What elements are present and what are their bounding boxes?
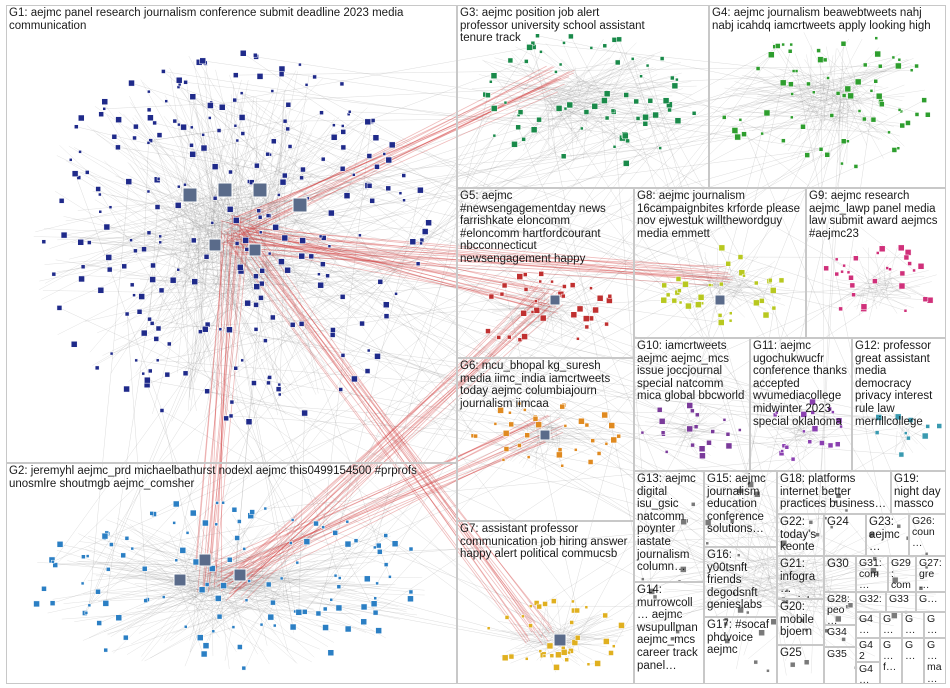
group-g43: G… f… — [880, 638, 902, 684]
group-g33: G33 — [886, 592, 916, 612]
group-g24: G24 — [824, 514, 866, 556]
group-label-g33: G33 — [889, 594, 913, 605]
group-label-g25: G25 — [780, 647, 821, 660]
group-g26: G26: coun… — [909, 514, 946, 556]
group-label-g43: G… f… — [883, 640, 899, 674]
group-g17: G17: #socaf phdvoice aejmc — [704, 617, 777, 684]
group-g38: G… — [902, 612, 924, 638]
group-g7: G7: assistant professor communication jo… — [457, 521, 634, 684]
group-g8: G8: aejmc journalism 16campaignbites krf… — [634, 188, 806, 338]
group-g28: G28: peo… — [824, 592, 856, 625]
group-g37: G… — [880, 612, 902, 638]
group-label-g1: G1: aejmc panel research journalism conf… — [9, 7, 454, 32]
group-label-g32: G32: — [859, 594, 883, 605]
group-label-g8: G8: aejmc journalism 16campaignbites krf… — [637, 190, 803, 240]
group-label-g20: G20: mobile bjoern… — [780, 601, 821, 645]
group-g1: G1: aejmc panel research journalism conf… — [6, 5, 457, 463]
group-label-g27: G27: gre… — [919, 558, 943, 592]
group-label-g29: G29: com… — [891, 558, 913, 592]
group-g45: G… ma… — [924, 638, 946, 684]
group-g6: G6: mcu_bhopal kg_suresh media iimc_indi… — [457, 358, 634, 521]
group-label-g22: G22: today's keonte… — [780, 516, 821, 556]
group-label-g18: G18: platforms internet better practices… — [780, 473, 888, 511]
group-g14: G14: murrowcoll… aejmc wsupullman aejmc_… — [634, 582, 704, 684]
group-g22: G22: today's keonte… — [777, 514, 824, 556]
group-g40: G4… — [856, 612, 880, 638]
group-label-g7: G7: assistant professor communication jo… — [460, 523, 631, 561]
group-g44: G… — [902, 638, 924, 684]
group-g30: G30 — [824, 556, 856, 592]
group-g41: G4… — [856, 662, 880, 684]
group-g35: G35 — [824, 647, 856, 684]
group-g11: G11: aejmc ugochukwucfr conference thank… — [750, 338, 852, 471]
group-g15: G15: aejmc journalism education conferen… — [704, 471, 777, 547]
group-label-g38: G… — [905, 614, 921, 636]
group-g21: G21: infogra… social… — [777, 556, 824, 599]
group-label-g17: G17: #socaf phdvoice aejmc — [707, 619, 774, 657]
group-g32: G32: — [856, 592, 886, 612]
group-label-g14: G14: murrowcoll… aejmc wsupullman aejmc_… — [637, 584, 701, 672]
group-label-g3: G3: aejmc position job alert professor u… — [460, 7, 648, 45]
group-label-g36: G… — [919, 594, 943, 605]
group-label-g28: G28: peo… — [827, 594, 853, 625]
group-label-g19: G19: night day massco… — [894, 473, 943, 514]
group-label-g2: G2: jeremyhl aejmc_prd michaelbathurst n… — [9, 465, 454, 490]
group-label-g45: G… ma… — [927, 640, 943, 684]
group-label-g41: G4… — [859, 664, 877, 684]
group-label-g13: G13: aejmc digital isu_gsic natcomm poyn… — [637, 473, 701, 574]
group-label-g42: G42 — [859, 640, 877, 662]
group-label-g21: G21: infogra… social… — [780, 558, 821, 599]
group-label-g44: G… — [905, 640, 921, 662]
group-g34: G34 — [824, 625, 856, 647]
group-g3: G3: aejmc position job alert professor u… — [457, 5, 709, 188]
group-g27: G27: gre… — [916, 556, 946, 592]
group-g23: G23: aejmc… — [866, 514, 909, 556]
group-g39: G… — [924, 612, 946, 638]
group-label-g11: G11: aejmc ugochukwucfr conference thank… — [753, 340, 849, 428]
group-label-g9: G9: aejmc research aejmc_lawp panel medi… — [809, 190, 943, 240]
group-label-g26: G26: coun… — [912, 516, 943, 550]
group-g13: G13: aejmc digital isu_gsic natcomm poyn… — [634, 471, 704, 582]
group-label-g39: G… — [927, 614, 943, 636]
group-g9: G9: aejmc research aejmc_lawp panel medi… — [806, 188, 946, 338]
group-label-g4: G4: aejmc journalism beawebtweets nahj n… — [712, 7, 943, 32]
group-label-g10: G10: iamcrtweets aejmc aejmc_mcs issue j… — [637, 340, 747, 403]
group-label-g34: G34 — [827, 627, 853, 638]
group-label-g23: G23: aejmc… — [869, 516, 906, 554]
group-label-g15: G15: aejmc journalism education conferen… — [707, 473, 774, 536]
group-g36: G… — [916, 592, 946, 612]
group-label-g24: G24 — [827, 516, 863, 529]
group-g31: G31: com… — [856, 556, 888, 592]
group-label-g16: G16: y00tsnft friends degodsnft geniesla… — [707, 549, 774, 612]
group-g42: G42 — [856, 638, 880, 662]
group-label-g35: G35 — [827, 649, 853, 660]
group-g16: G16: y00tsnft friends degodsnft geniesla… — [704, 547, 777, 617]
group-g25: G25 — [777, 645, 824, 684]
group-g10: G10: iamcrtweets aejmc aejmc_mcs issue j… — [634, 338, 750, 471]
group-label-g31: G31: com… — [859, 558, 885, 592]
group-label-g12: G12: professor great assistant media dem… — [855, 340, 943, 428]
group-g20: G20: mobile bjoern… — [777, 599, 824, 645]
group-g29: G29: com… — [888, 556, 916, 592]
group-g4: G4: aejmc journalism beawebtweets nahj n… — [709, 5, 946, 188]
group-label-g37: G… — [883, 614, 899, 636]
group-g19: G19: night day massco… — [891, 471, 946, 514]
group-g5: G5: aejmc #newsengagementday news farris… — [457, 188, 634, 358]
group-label-g30: G30 — [827, 558, 853, 571]
group-label-g5: G5: aejmc #newsengagementday news farris… — [460, 190, 625, 266]
group-g2: G2: jeremyhl aejmc_prd michaelbathurst n… — [6, 463, 457, 684]
group-label-g6: G6: mcu_bhopal kg_suresh media iimc_indi… — [460, 360, 631, 410]
group-g18: G18: platforms internet better practices… — [777, 471, 891, 514]
group-g12: G12: professor great assistant media dem… — [852, 338, 946, 471]
group-label-g40: G4… — [859, 614, 877, 636]
